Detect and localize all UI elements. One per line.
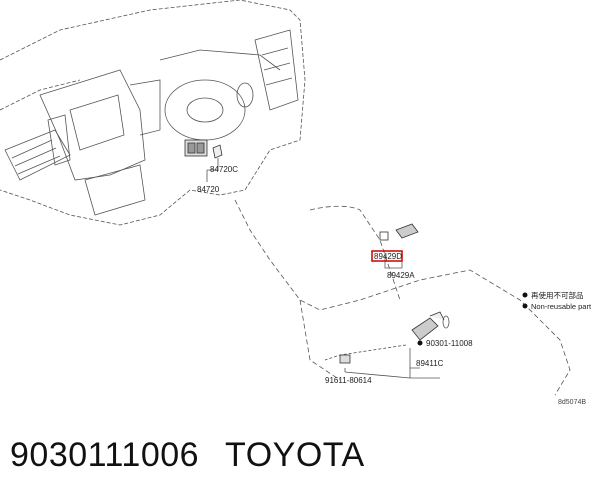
callout-90301: 90301-11008 <box>426 339 473 348</box>
legend-dot-1 <box>522 292 528 298</box>
sensor-89429 <box>395 223 419 239</box>
legend-item-en: Non-reusable part <box>531 302 592 311</box>
parts-diagram: 84720C 84720 89429D 89429A 90301-11008 8… <box>0 0 592 406</box>
callout-89411C: 89411C <box>416 359 444 368</box>
legend-dot-2 <box>522 303 528 309</box>
callout-84720: 84720 <box>197 185 220 194</box>
legend-item-jp: 再使用不可部品 <box>531 290 584 300</box>
callout-89429A: 89429A <box>387 271 415 280</box>
floor-outline <box>234 199 571 396</box>
sensor-89411 <box>411 317 439 341</box>
part-number: 9030111006 <box>10 436 200 474</box>
figure-code: 8d5074B <box>558 399 586 406</box>
part-caption: 9030111006 TOYOTA <box>10 436 365 475</box>
brand-name: TOYOTA <box>225 436 365 474</box>
highlight-box <box>371 250 403 262</box>
callout-89429D: 89429D <box>374 252 402 261</box>
dashboard-outline <box>0 0 306 226</box>
callout-84720C: 84720C <box>210 165 238 174</box>
callout-91611: 91611-80614 <box>325 376 372 385</box>
center-display <box>39 69 146 181</box>
non-reusable-dot <box>417 340 423 346</box>
